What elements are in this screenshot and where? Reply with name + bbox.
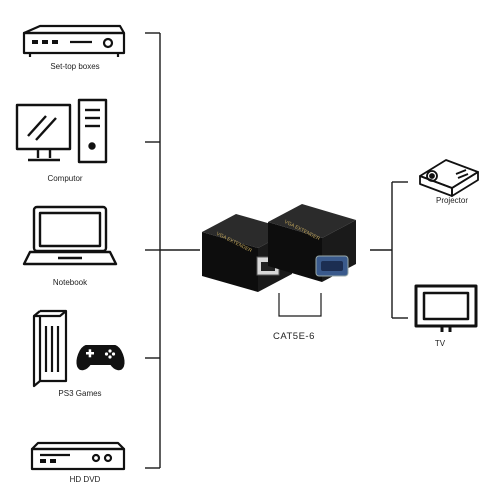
desktop-computer-icon: [15, 98, 108, 164]
gamepad-icon: [76, 345, 125, 371]
label-hd-dvd: HD DVD: [69, 475, 101, 484]
extender-unit-right: [268, 204, 356, 282]
label-set-top-boxes: Set-top boxes: [50, 62, 100, 71]
tv-icon: [414, 284, 478, 332]
set-top-box-icon: [22, 24, 126, 57]
label-projector: Projector: [435, 196, 468, 205]
cable-bracket: [278, 293, 322, 317]
label-notebook: Notebook: [52, 278, 88, 287]
dvd-player-icon: [30, 441, 126, 471]
label-computor: Computor: [47, 174, 83, 183]
left-bus: [145, 32, 200, 469]
label-tv: TV: [434, 339, 446, 348]
game-console-icon: [32, 309, 68, 388]
right-bus: [370, 181, 408, 319]
laptop-icon: [22, 205, 118, 266]
projector-icon: [419, 159, 479, 197]
cable-label: CAT5E-6: [273, 331, 315, 342]
label-ps3-games: PS3 Games: [58, 389, 102, 398]
